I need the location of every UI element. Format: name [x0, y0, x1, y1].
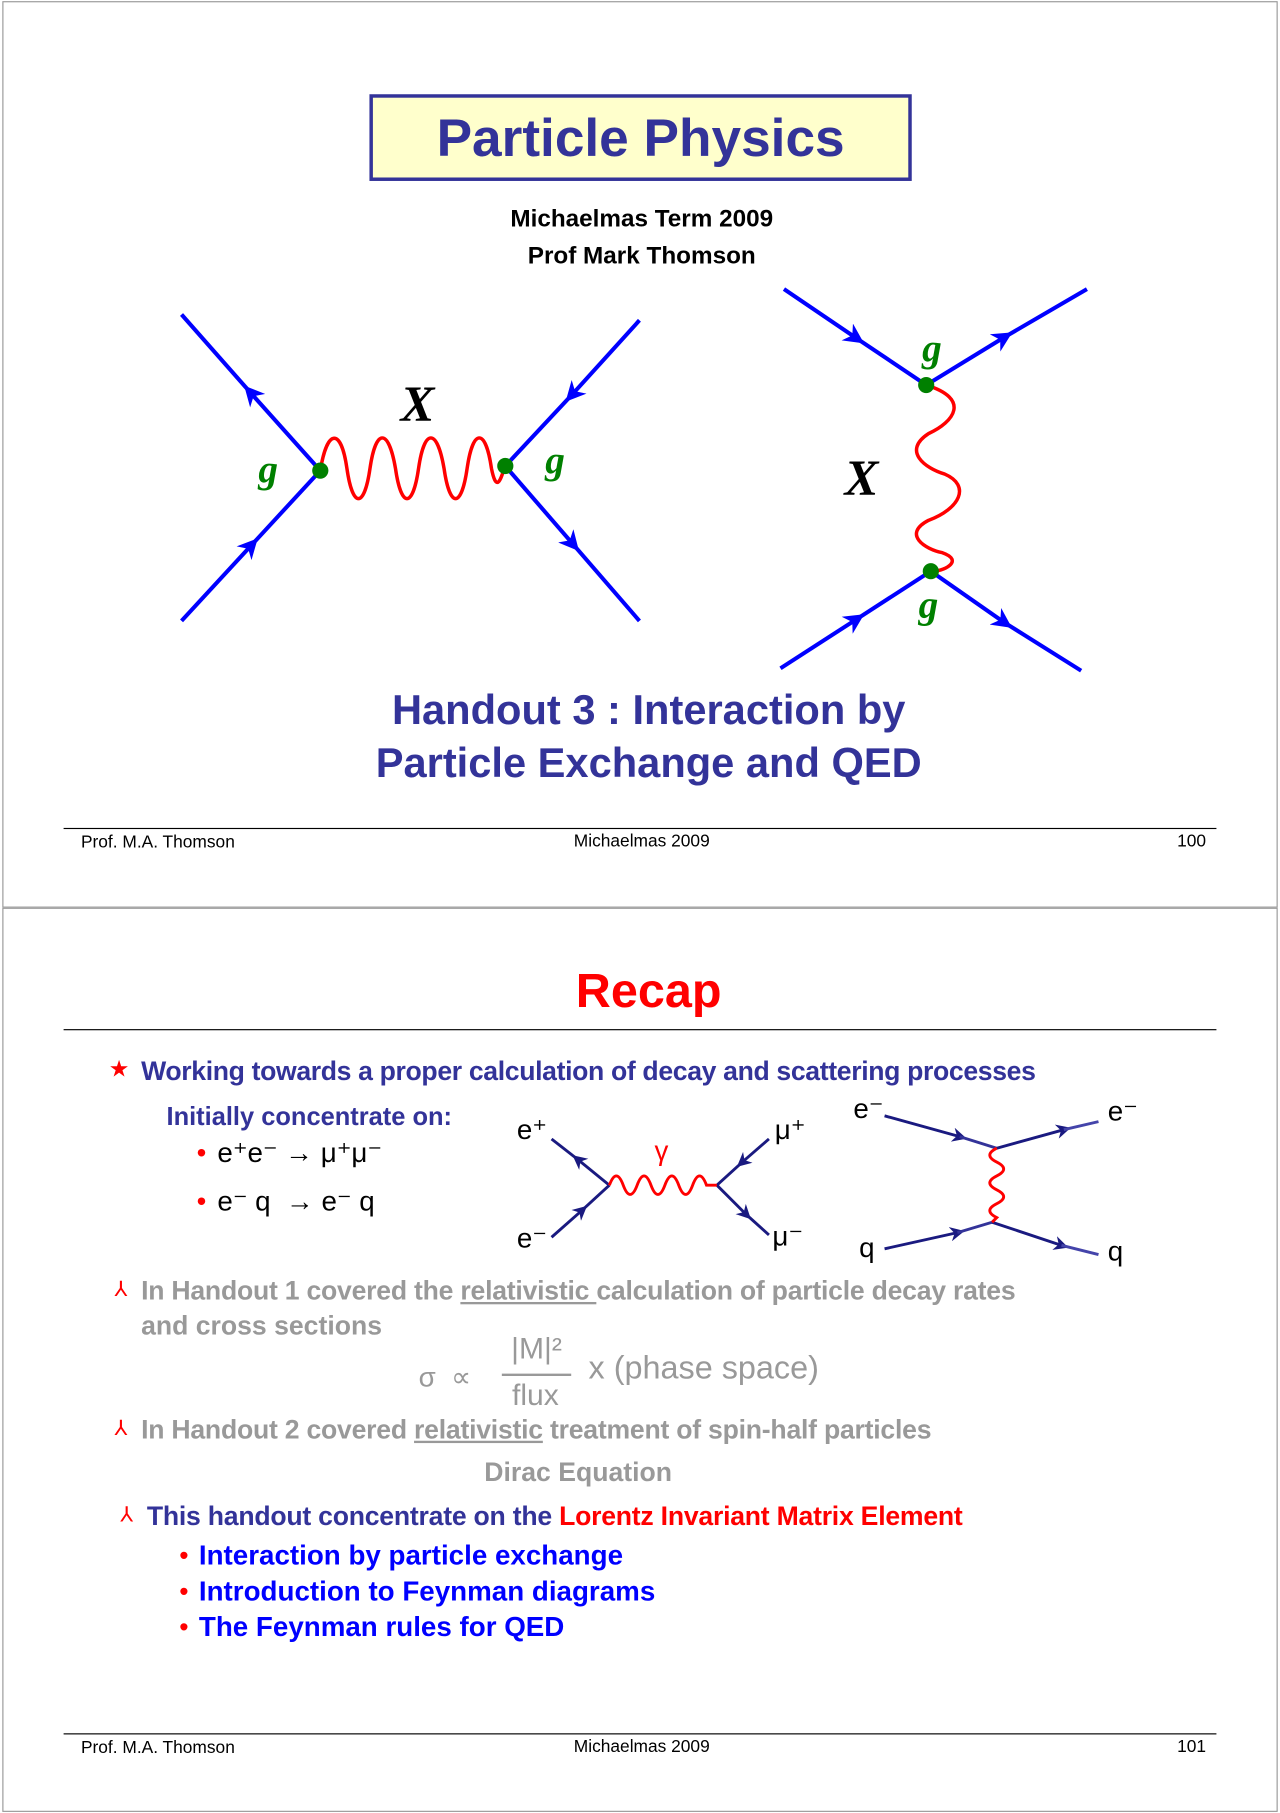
vertex-dot	[497, 457, 514, 475]
coupling-label: g	[922, 327, 942, 371]
handout1-post: calculation of particle decay rates	[596, 1275, 1016, 1306]
handout1-text: In Handout 1 covered the relativistic ca…	[141, 1275, 1016, 1306]
handout-subtitle: Particle Exchange and QED	[375, 738, 922, 787]
boson-label: γ	[654, 1135, 669, 1167]
particle-label: μ⁺	[774, 1114, 806, 1146]
formula-lhs: σ ∝	[418, 1362, 471, 1394]
bullet-dot: •	[179, 1611, 189, 1642]
process-item: e⁻ q → e⁻ q	[217, 1186, 375, 1218]
matrix-element-highlight: Lorentz Invariant Matrix Element	[559, 1500, 963, 1531]
topic-item: The Feynman rules for QED	[198, 1611, 565, 1644]
handout2-pre: In Handout 2 covered	[141, 1414, 415, 1445]
photon-propagator-t	[988, 1146, 1006, 1224]
particle-label: q	[859, 1232, 875, 1264]
handout2-text: In Handout 2 covered relativistic treatm…	[141, 1416, 931, 1443]
vertex-dot	[918, 376, 935, 394]
bullet-text: Working towards a proper calculation of …	[141, 1055, 1036, 1086]
exchange-label: X	[400, 375, 435, 433]
footer-author: Prof. M.A. Thomson	[80, 1737, 235, 1758]
particle-label: e⁻	[516, 1223, 547, 1255]
footer-rule	[63, 1733, 1217, 1735]
handout3-text: This handout concentrate on the Lorentz …	[147, 1503, 963, 1530]
formula-denominator: flux	[511, 1377, 559, 1412]
topic-item: Interaction by particle exchange	[198, 1540, 624, 1572]
slide-101	[2, 907, 1278, 1812]
relativistic-underlined: relativistic	[414, 1414, 543, 1445]
dirac-equation-label: Dirac Equation	[484, 1456, 672, 1488]
vertex-dot	[312, 462, 329, 479]
arrow-bullet-icon: ⅄	[114, 1416, 128, 1440]
handout2-post: treatment of spin-half particles	[542, 1414, 932, 1445]
footer-author: Prof. M.A. Thomson	[80, 832, 235, 853]
author-label: Prof Mark Thomson	[527, 242, 756, 270]
formula-rhs: x (phase space)	[588, 1349, 819, 1386]
coupling-label: g	[918, 583, 939, 627]
particle-label: e⁻	[1107, 1096, 1138, 1128]
relativistic-underlined: relativistic	[460, 1275, 597, 1306]
vertex-dot	[922, 563, 939, 580]
footer-term: Michaelmas 2009	[573, 831, 710, 852]
bullet-dot: •	[179, 1576, 189, 1607]
s-channel-diagram	[180, 313, 641, 623]
eq-scattering-diagram	[884, 1114, 1099, 1256]
arrow-bullet-icon: ⅄	[114, 1277, 128, 1301]
process-item: e⁺e⁻ → μ⁺μ⁻	[217, 1137, 382, 1170]
bullet-dot: •	[196, 1186, 207, 1218]
particle-label: e⁻	[853, 1093, 884, 1126]
ee-mumu-diagram	[550, 1137, 770, 1239]
bullet-dot: •	[179, 1540, 189, 1571]
boson-propagator-s	[318, 436, 507, 501]
particle-label: μ⁻	[772, 1221, 804, 1253]
title-rule	[63, 1029, 1217, 1031]
footer-term: Michaelmas 2009	[573, 1736, 710, 1757]
topic-item: Introduction to Feynman diagrams	[198, 1576, 656, 1608]
bullet-dot: •	[196, 1137, 207, 1170]
handout-subtitle: Handout 3 : Interaction by	[391, 685, 906, 734]
initially-label: Initially concentrate on:	[166, 1101, 453, 1131]
boson-propagator-t	[914, 383, 962, 573]
slide-title: Particle Physics	[436, 107, 845, 168]
arrow-bullet-icon: ⅄	[120, 1503, 133, 1527]
footer-rule	[63, 827, 1217, 830]
photon-propagator	[608, 1174, 717, 1196]
exchange-label: X	[844, 449, 879, 507]
page-number: 100	[1177, 831, 1207, 852]
coupling-label: g	[258, 448, 279, 492]
term-label: Michaelmas Term 2009	[510, 205, 774, 233]
handout3-pre: This handout concentrate on the	[146, 1500, 560, 1531]
coupling-label: g	[545, 439, 565, 483]
title-box	[369, 94, 912, 181]
formula-numerator: |M|²	[511, 1330, 562, 1366]
page-number: 101	[1177, 1736, 1207, 1757]
handout1-pre: In Handout 1 covered the	[141, 1275, 461, 1306]
star-bullet-icon: ★	[108, 1056, 130, 1083]
t-channel-diagram	[779, 287, 1088, 673]
particle-label: e⁺	[516, 1114, 547, 1146]
slide-title: Recap	[575, 963, 722, 1018]
handout1-text-line2: and cross sections	[141, 1310, 382, 1341]
particle-label: q	[1107, 1236, 1124, 1268]
